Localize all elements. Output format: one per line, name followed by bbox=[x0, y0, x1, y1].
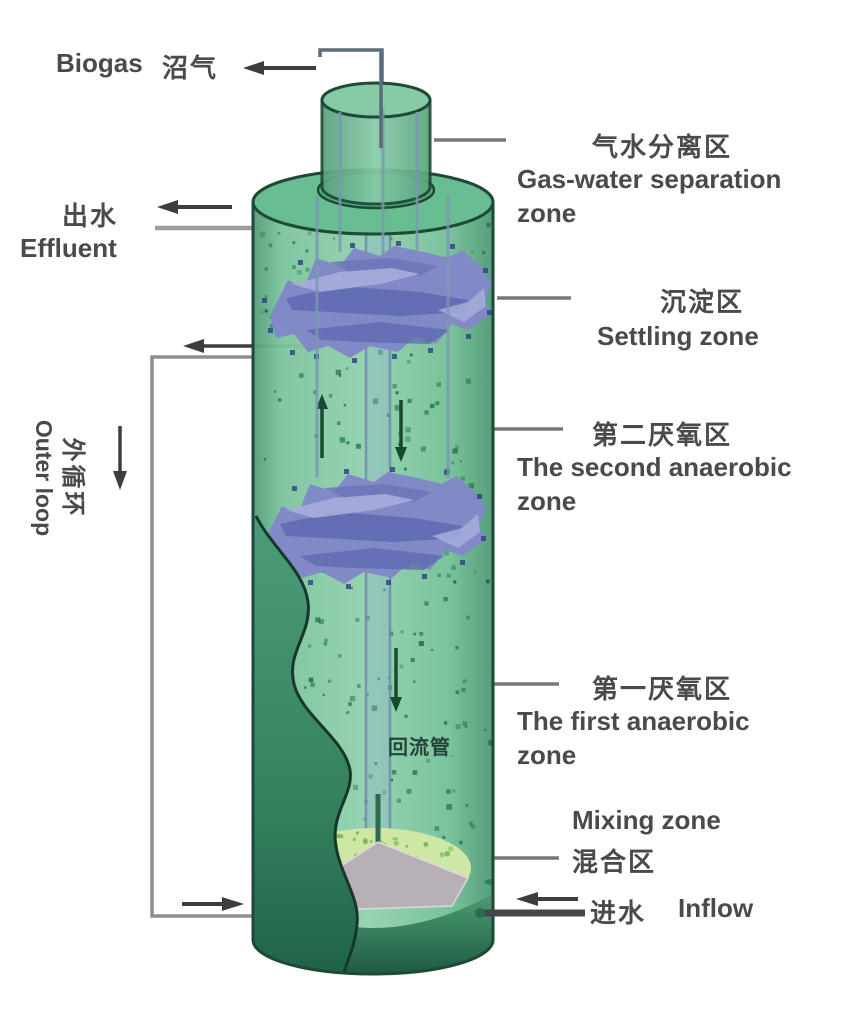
mixing-label-en: Mixing zone bbox=[572, 805, 721, 835]
second-anaerobic-label-en: The second anaerobic zone bbox=[517, 452, 792, 516]
gas-water-label-zh: 气水分离区 bbox=[592, 132, 733, 162]
biogas-label-en: Biogas bbox=[56, 48, 143, 78]
cutaway-edge bbox=[254, 515, 359, 974]
biogas-arrow-icon bbox=[243, 61, 316, 75]
inflow-label-zh: 进水 bbox=[590, 898, 647, 928]
outer-loop-down-arrow-icon bbox=[113, 426, 127, 490]
down-flow-arrow-icon bbox=[395, 400, 407, 462]
down-flow-arrow2-icon bbox=[390, 648, 402, 712]
second-anaerobic-label-zh: 第二厌氧区 bbox=[592, 420, 733, 450]
first-anaerobic-label-en: The first anaerobic zone bbox=[517, 706, 750, 770]
mixing-label-zh: 混合区 bbox=[572, 847, 657, 877]
internal-pipes bbox=[315, 108, 450, 478]
effluent-label-zh: 出水 bbox=[62, 201, 119, 231]
vessel-outline bbox=[251, 203, 495, 976]
effluent-arrow-icon bbox=[157, 200, 232, 214]
effluent-label-en: Effluent bbox=[20, 233, 117, 263]
settling-label-en: Settling zone bbox=[597, 321, 759, 351]
up-flow-arrow-icon bbox=[316, 394, 328, 458]
inflow-pipe bbox=[475, 908, 585, 918]
reactor-vessel bbox=[251, 52, 495, 976]
flow-arrows bbox=[316, 394, 407, 712]
outer-loop-label-en: Outer loop bbox=[31, 419, 57, 537]
outer-loop-label: 外循环 Outer loop bbox=[27, 393, 87, 563]
cutaway-wall bbox=[253, 516, 358, 974]
biogas-label-zh: 沼气 bbox=[162, 53, 219, 83]
leader-lines bbox=[434, 138, 571, 860]
outer-loop-label-zh: 外循环 bbox=[59, 437, 86, 519]
outer-loop-bottom-arrow-icon bbox=[182, 897, 244, 911]
settling-label-zh: 沉淀区 bbox=[660, 287, 745, 317]
gas-water-label-en: Gas-water separation zone bbox=[517, 164, 782, 228]
inflow-label-en: Inflow bbox=[678, 893, 754, 923]
first-anaerobic-label-zh: 第一厌氧区 bbox=[592, 674, 733, 704]
return-pipe-label-zh: 回流管 bbox=[388, 737, 451, 759]
inflow-arrow-icon bbox=[516, 892, 578, 906]
gas-water-separator-cylinder bbox=[320, 81, 432, 206]
